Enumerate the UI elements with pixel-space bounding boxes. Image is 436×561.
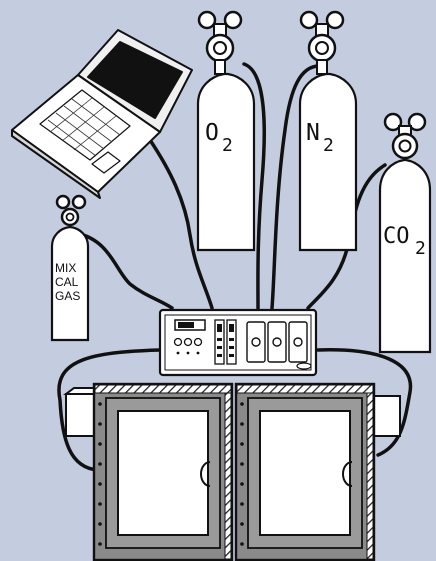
right-chamber-handle [342,461,353,487]
n2-label-symbol: N [306,120,320,146]
controller-unit-icon [158,308,318,377]
valve-icon [197,10,243,75]
o2-label-subscript: 2 [222,135,233,156]
mix-label-line2: CAL [55,275,79,289]
n2-cylinder: N 2 [298,10,358,252]
co2-label-subscript: 2 [415,238,426,259]
o2-cylinder-body [196,72,256,252]
right-chamber [234,382,376,561]
laptop-screen [87,41,183,119]
laptop-trackpad [91,151,121,174]
n2-label-subscript: 2 [323,135,334,156]
valve-icon [299,10,345,75]
cables [57,62,413,472]
co2-label-symbol: CO [383,224,410,249]
left-chamber-handle [200,461,211,487]
n2-cylinder-body [298,72,358,252]
laptop-icon [11,29,193,199]
valve-icon [55,194,87,227]
co2-cylinder-body [378,158,432,354]
left-chamber-screws [98,402,102,546]
left-chamber-window [117,410,209,536]
laptop-cable [148,138,214,310]
o2-label-symbol: O [205,120,219,146]
mix-label-line1: MIX [55,261,76,275]
valve-icon [383,112,427,160]
mix-hose [74,231,174,310]
left-chamber [92,382,234,561]
right-chamber-screws [240,402,244,546]
mix-label-line3: GAS [55,289,80,303]
brand-badge [296,362,312,370]
laptop-base-edge [11,129,101,199]
right-chamber-right-hatch [366,392,374,560]
left-chamber-right-hatch [224,392,232,560]
o2-hose [242,62,266,310]
laptop-keyboard [39,89,131,161]
right-chamber-cable [316,348,413,457]
controller-front-panel [164,314,312,371]
right-chamber-window [259,410,351,536]
indicator-dots [176,351,200,355]
left-chamber-top-hatch [94,384,232,394]
gas-input-ports [246,321,308,363]
laptop-keys [47,97,121,157]
right-chamber-top-hatch [236,384,374,394]
o2-cylinder: O 2 [196,10,256,252]
control-buttons [173,337,203,347]
n2-hose [270,64,324,310]
co2-cylinder: CO 2 [378,112,432,354]
connector-columns [214,319,237,365]
left-chamber-cable [57,348,162,472]
mix-cylinder-body [50,225,90,342]
mix-cal-gas-cylinder: MIX CAL GAS [50,194,90,342]
display-readout [178,322,194,328]
